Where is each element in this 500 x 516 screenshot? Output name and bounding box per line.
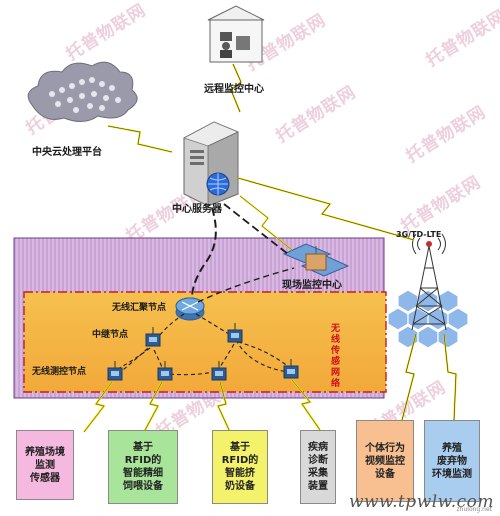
house-icon	[207, 5, 265, 63]
wireless-sink-label: 无线汇聚节点	[112, 303, 167, 313]
device-label: 养殖场境 监测 传感器	[25, 446, 65, 484]
measure-node-icon	[107, 361, 123, 381]
central-server-label: 中心服务器	[172, 204, 222, 215]
device-box-milking: 基于 RFID的 智能挤 奶设备	[212, 430, 268, 504]
measure-node-label: 无线测控节点	[32, 367, 87, 377]
relay-node-label: 中继节点	[92, 330, 129, 340]
cloud-platform-label: 中央云处理平台	[32, 147, 102, 158]
site-url: www.tpwlw.com	[348, 492, 494, 512]
server-icon	[182, 121, 239, 207]
sink-router-icon	[175, 297, 205, 321]
device-label: 基于 RFID的 智能挤 奶设备	[221, 442, 259, 492]
device-label: 基于 RFID的 智能精细 饲喂设备	[123, 442, 163, 492]
device-box-disease: 疾病 诊断 采集 装置	[300, 430, 336, 504]
device-box-video: 个体行为 视频监控 设备	[356, 420, 414, 502]
tower-icon	[411, 233, 447, 331]
device-label: 养殖 废弃物 环境监测	[432, 442, 472, 480]
remote-center-label: 远程监控中心	[204, 84, 264, 95]
relay-node-icon	[227, 323, 243, 343]
field-center-icon	[282, 243, 350, 277]
relay-node-icon	[145, 327, 161, 347]
device-box-waste: 养殖 废弃物 环境监测	[424, 420, 480, 502]
sensor-network-label: 无线传感网络	[331, 324, 341, 389]
cloud-icon	[27, 61, 138, 122]
field-center-label: 现场监控中心	[282, 280, 342, 291]
measure-node-icon	[157, 361, 173, 381]
device-box-environment-sensor: 养殖场境 监测 传感器	[16, 430, 74, 500]
device-box-feeding: 基于 RFID的 智能精细 饲喂设备	[108, 430, 178, 504]
site-url-small: zhulong.net	[456, 506, 492, 513]
network-hex-tiles	[387, 289, 469, 349]
sensor-network-area	[23, 291, 387, 393]
measure-node-icon	[211, 361, 227, 381]
device-label: 个体行为 视频监控 设备	[365, 442, 405, 480]
device-label: 疾病 诊断 采集 装置	[308, 442, 328, 492]
measure-node-icon	[283, 359, 299, 379]
network-label: 3G/TD-LTE	[396, 230, 442, 239]
